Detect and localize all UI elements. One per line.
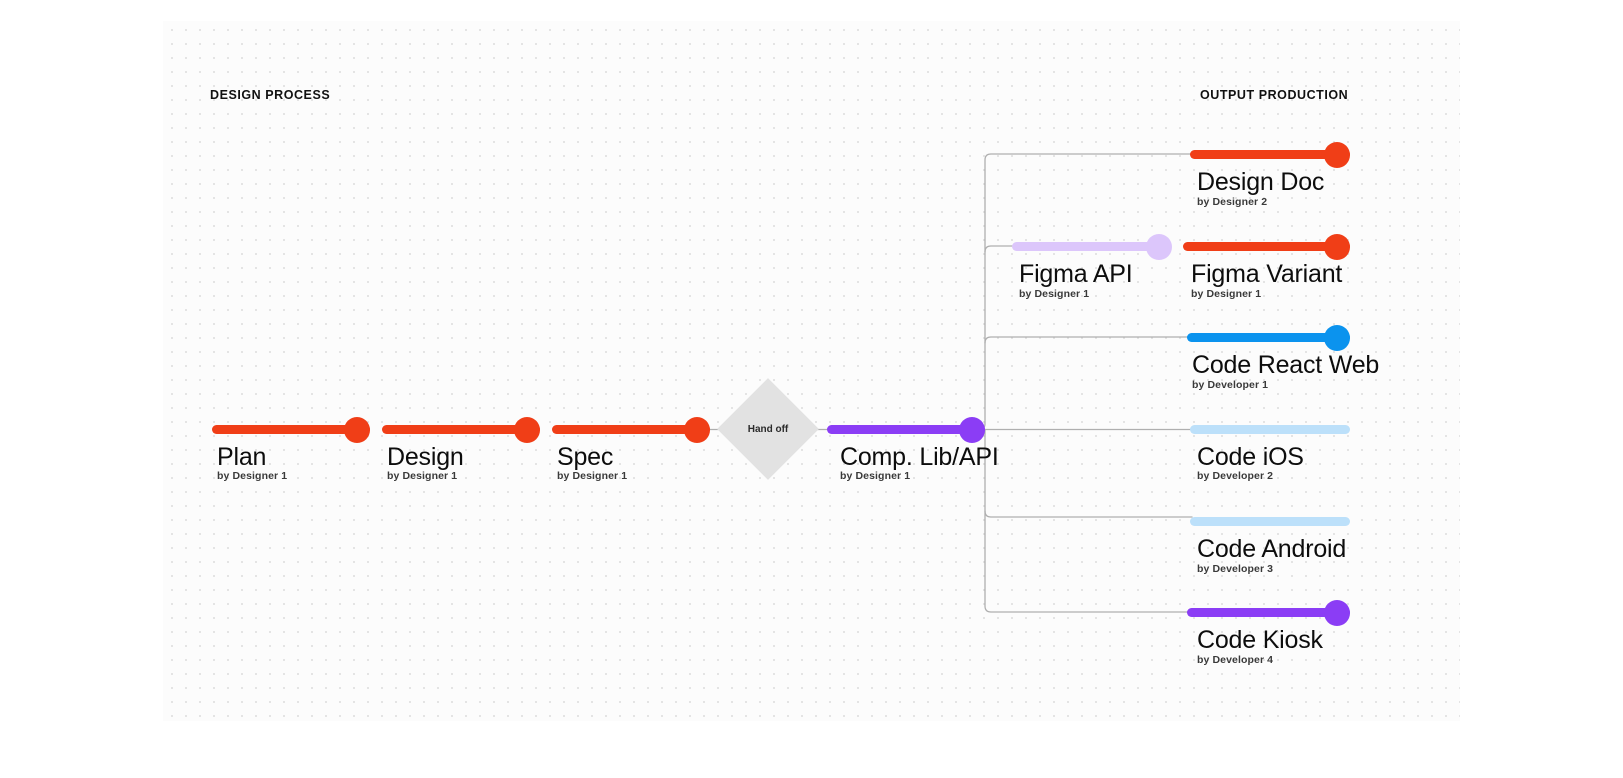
task-subtitle-plan: by Designer 1 [217,470,288,482]
task-title-code-android: Code Android [1197,535,1347,563]
task-title-code-react-web: Code React Web [1192,351,1380,379]
task-bar-figma-api[interactable] [1012,242,1162,251]
task-bar-spec[interactable] [552,425,710,434]
task-node-figma-api[interactable] [1146,233,1172,260]
task-bar-code-android[interactable] [1190,517,1350,526]
task-title-code-ios: Code iOS [1197,443,1304,471]
task-node-plan[interactable] [344,416,370,443]
task-subtitle-design: by Designer 1 [387,470,458,482]
dotted-grid-background [163,21,1460,721]
task-node-comp-lib-api[interactable] [959,416,985,443]
task-title-figma-api: Figma API [1019,260,1133,288]
task-bar-design[interactable] [382,425,540,434]
task-subtitle-comp-lib-api: by Designer 1 [840,470,911,482]
task-subtitle-figma-variant: by Designer 1 [1191,288,1262,300]
task-bar-comp-lib-api[interactable] [827,425,985,434]
task-title-plan: Plan [217,443,267,471]
task-subtitle-code-android: by Developer 3 [1197,563,1274,575]
task-subtitle-code-ios: by Developer 2 [1197,470,1274,482]
task-subtitle-code-react-web: by Developer 1 [1192,379,1269,391]
task-title-figma-variant: Figma Variant [1191,260,1343,288]
task-bar-code-react-web[interactable] [1187,333,1350,342]
section-label-design-process: DESIGN PROCESS [210,88,331,102]
task-title-comp-lib-api: Comp. Lib/API [840,443,999,471]
task-subtitle-code-kiosk: by Developer 4 [1197,654,1274,666]
task-node-code-react-web[interactable] [1324,324,1350,351]
task-title-design-doc: Design Doc [1197,168,1325,196]
handoff-label: Hand off [747,423,789,435]
task-node-spec[interactable] [684,416,710,443]
task-bar-code-kiosk[interactable] [1187,608,1350,617]
task-bar-code-ios[interactable] [1190,425,1350,434]
task-node-design[interactable] [514,416,540,443]
task-title-spec: Spec [557,443,614,471]
task-bar-design-doc[interactable] [1190,150,1350,159]
task-subtitle-design-doc: by Designer 2 [1197,196,1268,208]
section-label-output-production: OUTPUT PRODUCTION [1200,88,1349,102]
task-bar-plan[interactable] [212,425,370,434]
task-bar-figma-variant[interactable] [1183,242,1350,251]
task-node-design-doc[interactable] [1324,141,1350,168]
task-subtitle-spec: by Designer 1 [557,470,628,482]
task-title-code-kiosk: Code Kiosk [1197,626,1323,654]
task-node-figma-variant[interactable] [1324,233,1350,260]
task-node-code-kiosk[interactable] [1324,599,1350,626]
task-subtitle-figma-api: by Designer 1 [1019,288,1090,300]
task-title-design: Design [387,443,464,471]
